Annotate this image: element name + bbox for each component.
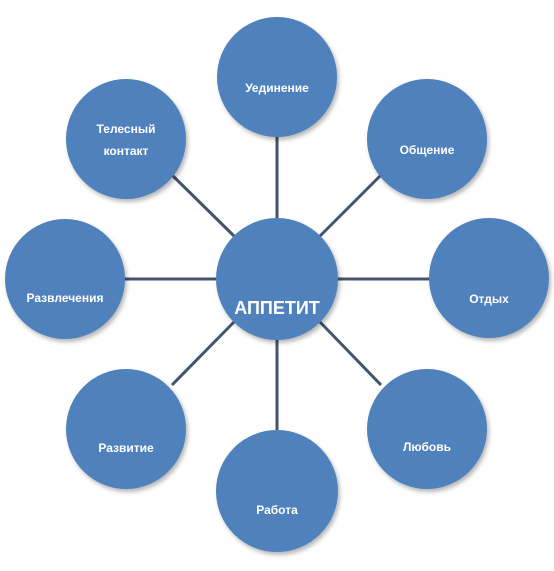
connector-lyubov bbox=[318, 320, 383, 387]
connector-telesny-kontakt bbox=[170, 173, 236, 238]
connector-obshchenie bbox=[318, 173, 383, 238]
node-uedinenie: Уединение bbox=[217, 17, 337, 137]
node-razvitie-label: Развитие bbox=[98, 441, 154, 455]
node-otdykh: Отдых bbox=[429, 218, 549, 338]
node-obshchenie: Общение bbox=[367, 79, 487, 199]
node-telesny-kontakt-label: Телесный контакт bbox=[96, 122, 156, 158]
node-lyubov-label: Любовь bbox=[402, 440, 451, 454]
node-rabota: Работа bbox=[216, 430, 338, 552]
center-node: АППЕТИТ bbox=[216, 218, 338, 340]
node-razvlecheniya-label: Развлечения bbox=[26, 291, 104, 305]
node-razvitie: Развитие bbox=[66, 369, 186, 489]
node-rabota-label: Работа bbox=[256, 503, 298, 517]
node-razvlecheniya: Развлечения bbox=[5, 219, 125, 339]
node-obshchenie-label: Общение bbox=[399, 143, 455, 157]
node-otdykh-label: Отдых bbox=[469, 292, 509, 306]
node-uedinenie-label: Уединение bbox=[245, 81, 309, 95]
node-lyubov: Любовь bbox=[367, 369, 487, 489]
connector-razvitie bbox=[170, 320, 236, 387]
node-telesny-kontakt: Телесный контакт bbox=[66, 79, 186, 199]
center-node-label: АППЕТИТ bbox=[234, 298, 320, 318]
